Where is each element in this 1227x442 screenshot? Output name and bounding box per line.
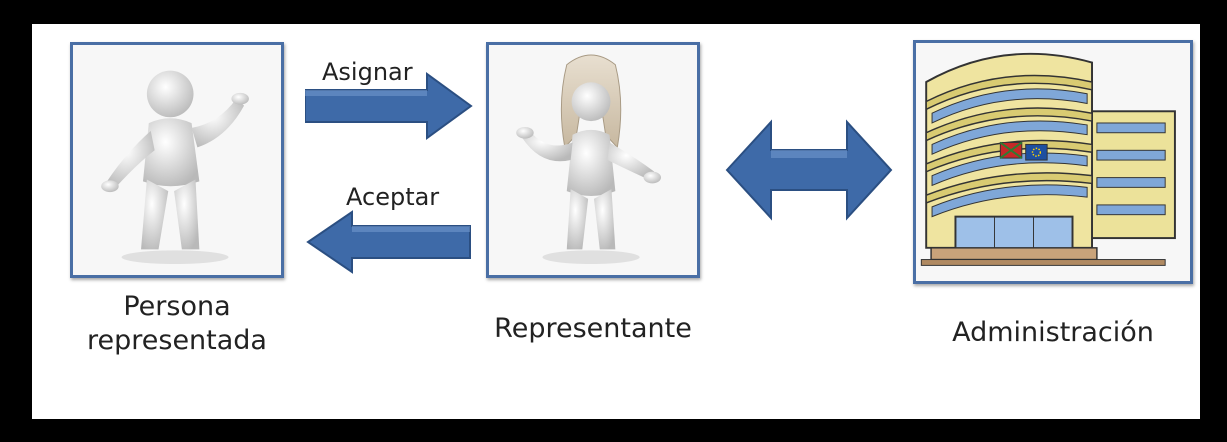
representante-caption: Representante [494,313,692,344]
person-figure-icon [101,70,249,264]
aceptar-label: Aceptar [346,183,440,211]
caption-line-1: Persona [123,291,231,322]
double-arrow-icon [725,119,893,221]
caption-line-2: representada [87,324,267,356]
administracion-caption: Administración [952,317,1154,348]
person-with-long-hair-figure-icon [516,54,662,264]
government-building-icon [916,43,1190,281]
persona-representada-box [70,42,284,278]
asignar-label: Asignar [322,58,413,86]
representante-box [486,42,700,278]
aceptar-arrow-icon [306,210,471,274]
asignar-arrow-icon [305,72,473,140]
administracion-box [913,40,1193,284]
persona-representada-caption: Persona representada [70,290,284,358]
